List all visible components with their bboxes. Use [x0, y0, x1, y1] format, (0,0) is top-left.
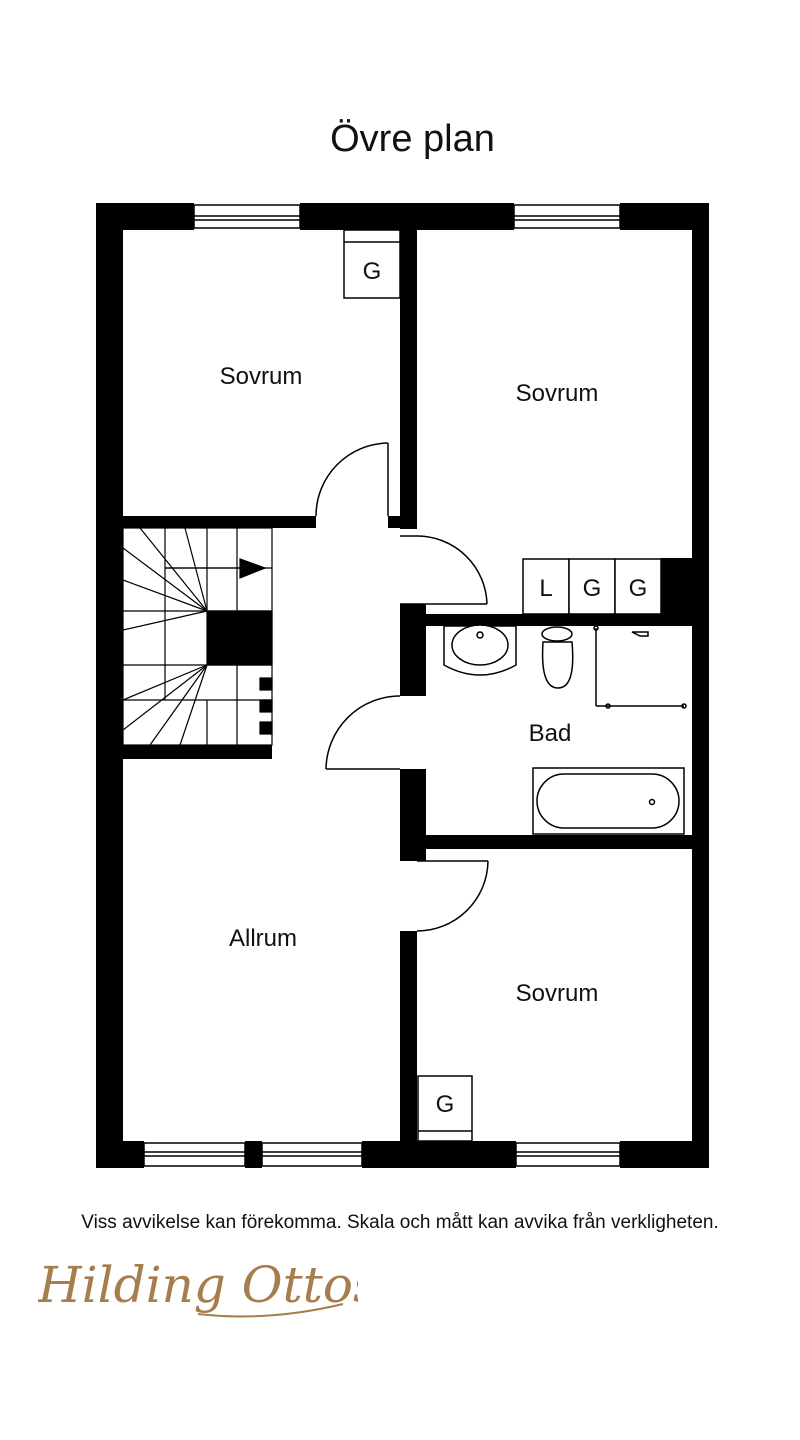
wall-bottom-left: [96, 1141, 144, 1168]
wall-bottom-mid-1: [245, 1141, 262, 1168]
svg-text:G: G: [363, 258, 382, 285]
window-bottom-3: [515, 1142, 621, 1167]
sink-icon: [443, 624, 517, 676]
wall-top-mid: [300, 203, 514, 230]
door-bedroom-2: [400, 535, 488, 605]
doors: [315, 442, 489, 932]
bathtub-icon: [532, 767, 685, 835]
outer-walls: [96, 203, 709, 1168]
floor-plan: G L G G G Sovrum Sovrum Bad Allrum Sovru…: [96, 203, 709, 1168]
room-label-sovrum-3: Sovrum: [516, 980, 599, 1007]
room-label-bad: Bad: [529, 720, 572, 747]
room-label-allrum: Allrum: [229, 925, 297, 952]
cabinet-g-2: G: [614, 558, 662, 615]
room-label-sovrum-2: Sovrum: [516, 380, 599, 407]
wall-bottom-right: [620, 1141, 709, 1168]
wall-bedroom3-left: [400, 931, 417, 1141]
svg-text:L: L: [539, 575, 552, 602]
company-logo: Hilding Ottosson: [38, 1256, 358, 1318]
cabinet-l: L: [522, 558, 570, 615]
window-bottom-1: [143, 1142, 246, 1167]
bathroom-fixtures: [443, 624, 687, 835]
cabinets: G L G G G: [343, 229, 662, 1142]
wall-between-bedrooms: [400, 230, 417, 529]
room-label-sovrum-1: Sovrum: [220, 363, 303, 390]
room-labels: Sovrum Sovrum Bad Allrum Sovrum: [220, 363, 599, 1007]
page-title: Övre plan: [330, 118, 495, 160]
svg-text:G: G: [583, 575, 602, 602]
shower-icon: [593, 625, 687, 709]
disclaimer-text: Viss avvikelse kan förekomma. Skala och …: [81, 1212, 719, 1233]
wall-stub-a: [388, 516, 417, 528]
window-top-left: [193, 204, 301, 229]
door-bathroom: [325, 695, 401, 770]
wall-bath-left-top: [400, 604, 426, 696]
svg-text:Hilding Ottosson: Hilding Ottosson: [38, 1256, 358, 1314]
toilet-icon: [541, 626, 574, 689]
interior-walls: [123, 230, 692, 1141]
svg-text:G: G: [629, 575, 648, 602]
wall-right: [692, 203, 709, 1168]
window-bottom-2: [261, 1142, 363, 1167]
wall-bed2-stub: [661, 558, 692, 614]
staircase: [122, 527, 273, 746]
stair-arrow-icon: [239, 558, 267, 579]
cabinet-bedroom-1: G: [343, 229, 401, 299]
wall-bottom-mid-2: [362, 1141, 516, 1168]
door-bedroom-3: [416, 860, 489, 932]
wall-bedroom3-left-top: [400, 835, 417, 861]
wall-bath-top: [417, 614, 692, 626]
door-bedroom-1: [315, 442, 389, 517]
wall-left: [96, 203, 123, 1168]
svg-text:G: G: [436, 1091, 455, 1118]
wall-stairs-bottom: [123, 745, 272, 759]
cabinet-g-1: G: [568, 558, 616, 615]
cabinet-bedroom-3: G: [417, 1075, 473, 1142]
windows: [143, 204, 621, 1167]
wall-bedroom1-bottom: [123, 516, 316, 528]
wall-bath-bottom: [417, 835, 692, 849]
window-top-right: [513, 204, 621, 229]
